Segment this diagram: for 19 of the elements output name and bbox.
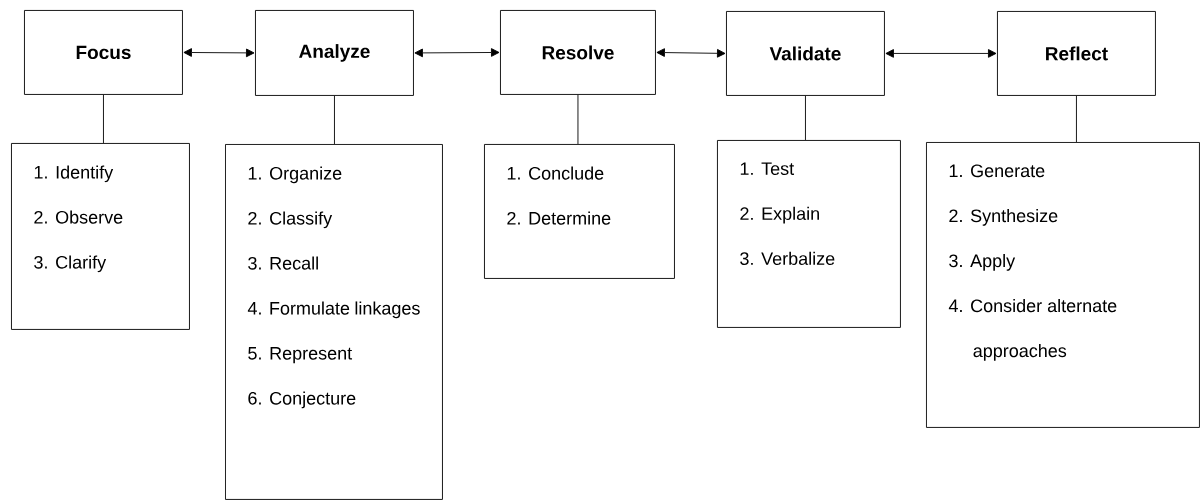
step-list-box: 1. Test 2. Explain 3. Verbalize <box>717 140 901 328</box>
connector-line <box>577 94 579 145</box>
step-list-box: 1. Organize 2. Classify 3. Recall 4. Formulate linkages 5. Represent 6. Conjecture <box>225 144 443 500</box>
connector-line <box>103 94 104 144</box>
stage-box: Focus <box>24 10 183 95</box>
connector-line <box>805 95 806 141</box>
stage-box: Resolve <box>500 10 656 95</box>
double-arrow <box>885 49 997 58</box>
stage-box: Analyze <box>255 10 414 96</box>
step-list-box: 1. Generate 2. Synthesize 3. Apply 4. Consider alternate approaches <box>926 142 1200 428</box>
connector-line <box>334 95 335 145</box>
double-arrow <box>656 48 726 58</box>
double-arrow <box>183 48 255 58</box>
connector-line <box>1076 95 1077 143</box>
stage-box: Reflect <box>997 11 1156 96</box>
stage-box: Validate <box>726 11 885 96</box>
double-arrow <box>414 48 500 58</box>
step-list-box: 1. Conclude 2. Determine <box>484 144 675 279</box>
step-list-box: 1. Identify 2. Observe 3. Clarify <box>11 143 190 330</box>
